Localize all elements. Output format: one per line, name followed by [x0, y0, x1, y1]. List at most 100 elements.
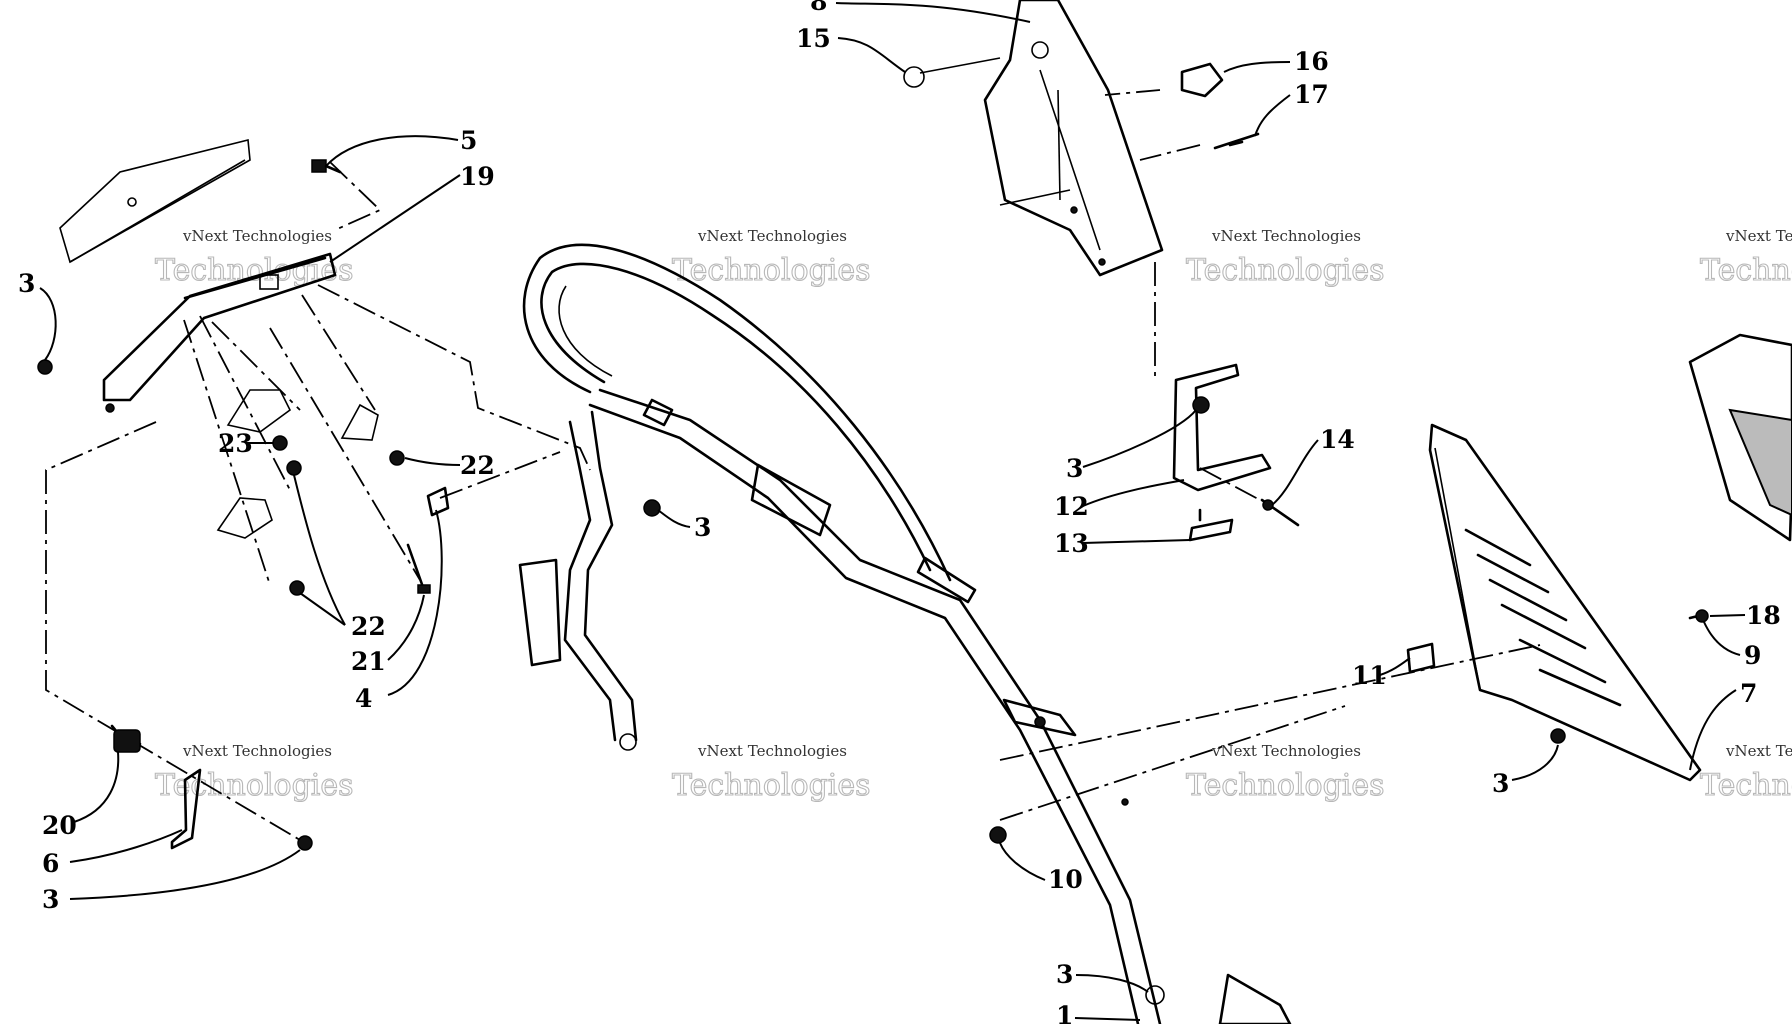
- watermark-large-text: Technologies: [1186, 768, 1385, 803]
- frame-rail-upper: [598, 388, 1162, 1024]
- side-panel-edge: [1688, 333, 1792, 542]
- callout-8: 8: [810, 0, 827, 16]
- frame-clamp: [916, 556, 977, 604]
- louver: [1476, 553, 1550, 594]
- nut-23: [272, 435, 288, 451]
- callout-20: 20: [42, 811, 77, 840]
- side-panel-7: [1428, 423, 1702, 782]
- callouts: 5 19 3 23 22 22 21 4 20 6 3 3 8 15 16 17…: [18, 0, 1781, 1024]
- leader: [1074, 1017, 1141, 1021]
- assembly-line: [329, 161, 382, 231]
- watermark-small-text: vNext Technologies: [697, 227, 847, 245]
- plate-hole: [1031, 41, 1049, 59]
- knob-15: [903, 66, 925, 88]
- clip-13: [1188, 518, 1234, 542]
- callout-9: 9: [1744, 641, 1761, 670]
- panel-flange: [1434, 447, 1481, 691]
- nut-3-bottom: [1145, 985, 1165, 1005]
- hoop-inner: [540, 262, 932, 572]
- plate-hole: [1070, 206, 1078, 214]
- leader: [1703, 621, 1741, 656]
- callout-5: 5: [460, 126, 477, 155]
- watermark-small-text: vNext Technologies: [1211, 742, 1361, 760]
- nut-22: [389, 450, 405, 466]
- small-parts-left: [272, 435, 450, 596]
- assembly-line: [183, 319, 271, 586]
- callout-23: 23: [218, 429, 253, 458]
- watermark-small-text: vNext Technologies: [182, 227, 332, 245]
- callout-3: 3: [1066, 454, 1083, 483]
- leader: [69, 849, 301, 900]
- assembly-line: [439, 451, 561, 499]
- watermark-large-text: Technologies: [1700, 768, 1792, 803]
- cover-hole: [127, 197, 137, 207]
- callout-22: 22: [460, 451, 495, 480]
- leader: [1082, 409, 1197, 468]
- callout-17: 17: [1294, 80, 1329, 109]
- isolator-mount: [340, 403, 379, 441]
- callout-3: 3: [694, 513, 711, 542]
- leader: [404, 457, 461, 466]
- callout-16: 16: [1294, 47, 1329, 76]
- bracket-hole: [105, 403, 115, 413]
- center-right-bracket: [1172, 363, 1300, 542]
- frame-rail-lower: [588, 403, 1140, 1024]
- nut-3-center: [643, 499, 661, 517]
- nut: [989, 826, 1007, 844]
- callout-6: 6: [42, 849, 59, 878]
- nut-3-upper-left: [37, 359, 53, 375]
- bolt-21: [406, 543, 426, 592]
- cover-edge: [69, 159, 246, 263]
- post-end: [619, 733, 637, 751]
- leader: [73, 751, 120, 823]
- isolator-mount: [226, 389, 292, 433]
- frame-mount-hole: [1034, 716, 1046, 728]
- leader: [1075, 974, 1149, 993]
- mounting-bracket: [102, 252, 337, 413]
- assembly-line: [1139, 144, 1201, 161]
- bracket-plate: [102, 252, 337, 402]
- grommet-16: [1180, 62, 1224, 98]
- watermark-small-text: vNext Technologies: [1725, 227, 1792, 245]
- louver: [1488, 578, 1568, 622]
- leader: [325, 135, 459, 167]
- isolator-mount: [216, 497, 273, 539]
- rivet-17-head: [1228, 140, 1244, 147]
- leader: [329, 174, 461, 263]
- leader: [1271, 439, 1319, 506]
- leader: [1082, 479, 1185, 507]
- louver: [1518, 638, 1607, 684]
- louver: [1538, 668, 1622, 707]
- callout-1: 1: [1056, 1001, 1073, 1024]
- callout-19: 19: [460, 162, 495, 191]
- leader: [293, 474, 346, 626]
- watermark: Technologies vNext Technologies: [1699, 227, 1792, 289]
- leader: [1082, 539, 1191, 544]
- console-cover: [59, 138, 251, 264]
- watermark: Technologies vNext Technologies: [1185, 227, 1385, 289]
- louvered-side-panel: [1406, 333, 1792, 782]
- bracket-6: [170, 768, 202, 850]
- nut-3: [297, 835, 313, 851]
- frame-mount-tab: [1002, 698, 1077, 737]
- callout-7: 7: [1740, 679, 1757, 708]
- callout-3: 3: [18, 269, 35, 298]
- clip-11: [1406, 642, 1436, 674]
- watermark-large-text: Technologies: [155, 768, 354, 803]
- callout-13: 13: [1054, 529, 1089, 558]
- assembly-line: [317, 284, 591, 471]
- callout-21: 21: [351, 647, 386, 676]
- plate-hole: [1098, 258, 1106, 266]
- bolt-21-head: [417, 584, 431, 594]
- callout-3: 3: [1492, 769, 1509, 798]
- screw-9-head: [1695, 609, 1709, 623]
- watermark-small-text: vNext Technologies: [1725, 742, 1792, 760]
- watermark-large-text: Technologies: [1186, 253, 1385, 288]
- leader: [999, 842, 1046, 881]
- leader: [1689, 689, 1737, 771]
- isolator-20: [113, 729, 141, 753]
- leader: [387, 509, 443, 696]
- steering-post-edge: [583, 410, 638, 742]
- bolt-head: [311, 159, 327, 173]
- assembly-line: [199, 315, 291, 491]
